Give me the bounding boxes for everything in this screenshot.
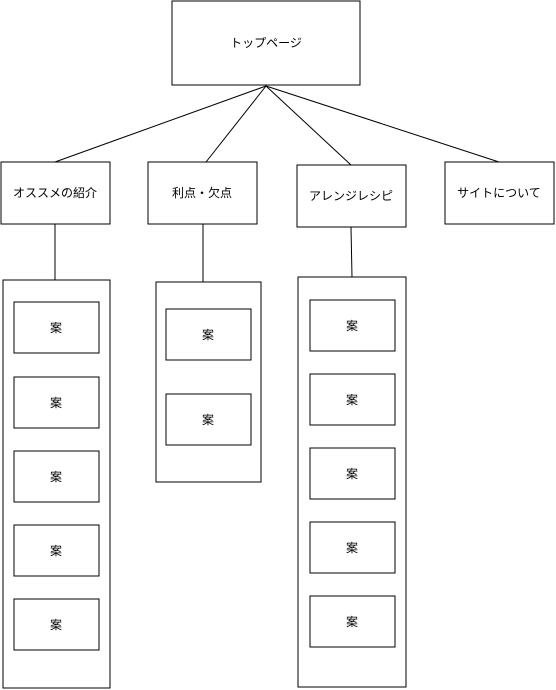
category-node-arrange-recipe[interactable]: アレンジレシピ: [296, 164, 407, 228]
item-box[interactable]: 案: [13, 301, 100, 354]
item-label: 案: [346, 540, 358, 555]
item-label: 案: [202, 412, 214, 427]
root-connectors: [54, 85, 500, 166]
category-node-riten-ketten[interactable]: 利点・欠点: [147, 161, 258, 225]
item-label: 案: [50, 617, 62, 632]
category-node-osusume[interactable]: オススメの紹介: [0, 161, 111, 225]
root-node[interactable]: トップページ: [171, 0, 361, 86]
item-label: 案: [50, 395, 62, 410]
category-label: アレンジレシピ: [309, 189, 393, 203]
category-label: オススメの紹介: [13, 186, 97, 200]
item-box[interactable]: 案: [309, 521, 396, 574]
item-box[interactable]: 案: [13, 524, 100, 577]
item-box[interactable]: 案: [13, 598, 100, 651]
root-to-category-connector: [265, 85, 352, 166]
item-label: 案: [346, 392, 358, 407]
item-label: 案: [346, 614, 358, 629]
item-box[interactable]: 案: [309, 595, 396, 648]
root-to-category-connector: [265, 85, 500, 163]
item-label: 案: [50, 469, 62, 484]
item-box[interactable]: 案: [309, 447, 396, 500]
item-box[interactable]: 案: [13, 450, 100, 503]
root-node-label: トップページ: [230, 36, 302, 50]
category-node-site-about[interactable]: サイトについて: [444, 161, 555, 225]
item-label: 案: [50, 320, 62, 335]
root-to-category-connector: [205, 85, 267, 163]
item-label: 案: [50, 543, 62, 558]
category-label: 利点・欠点: [172, 185, 232, 200]
item-box[interactable]: 案: [165, 308, 252, 361]
category-to-column-connector: [350, 226, 353, 278]
category-label: サイトについて: [457, 186, 541, 200]
root-to-category-connector: [54, 85, 267, 163]
item-label: 案: [346, 466, 358, 481]
item-label: 案: [202, 327, 214, 342]
item-label: 案: [346, 318, 358, 333]
item-box[interactable]: 案: [309, 373, 396, 426]
item-box[interactable]: 案: [13, 376, 100, 429]
column-connectors: [54, 224, 353, 282]
item-box[interactable]: 案: [309, 299, 396, 352]
item-box[interactable]: 案: [165, 393, 252, 446]
